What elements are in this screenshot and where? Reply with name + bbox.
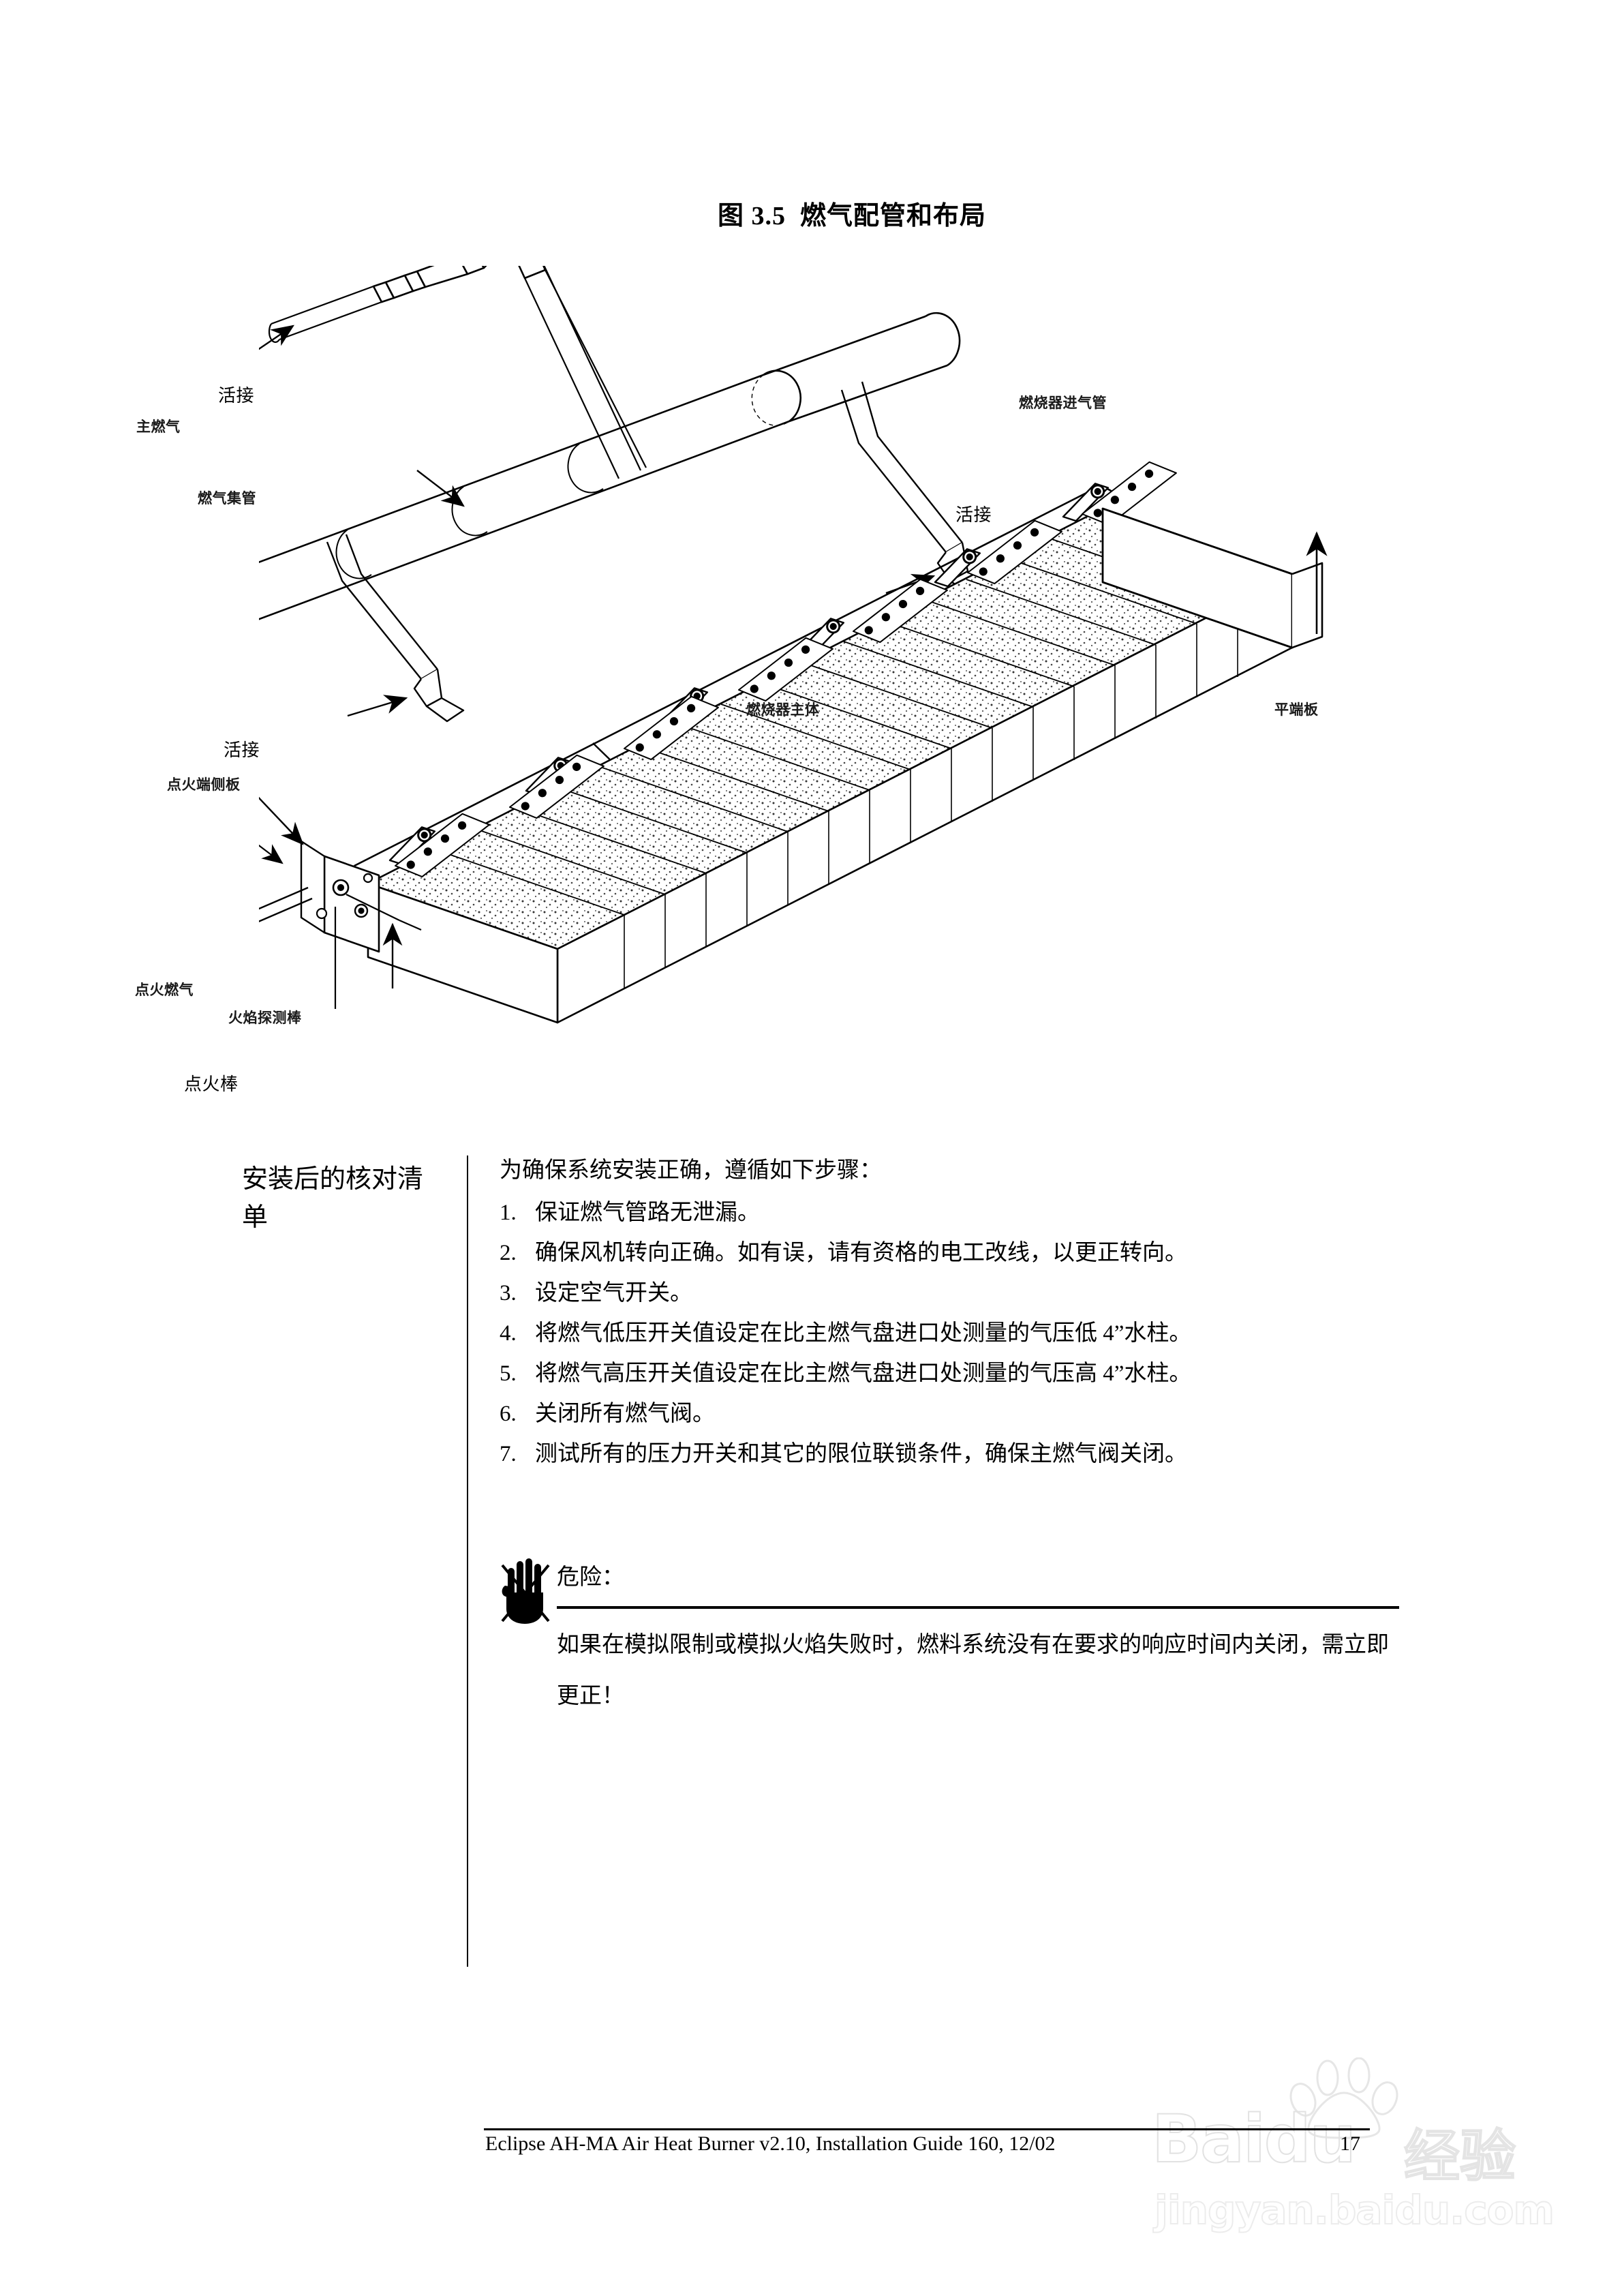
checklist-item-text: 关闭所有燃气阀。 (535, 1402, 715, 1426)
diagram-label-burner-body: 燃烧器主体 (746, 702, 820, 718)
footer-text: Eclipse AH-MA Air Heat Burner v2.10, Ins… (485, 2132, 1056, 2155)
diagram-label-burner-inlet-pipe: 燃烧器进气管 (1019, 395, 1107, 411)
page-number: 17 (1340, 2132, 1360, 2155)
diagram-label-ignition-rod: 点火棒 (184, 1074, 239, 1094)
diagram-label-pilot-gas: 点火燃气 (135, 982, 194, 998)
checklist-item-number: 4. (500, 1321, 517, 1346)
figure-title-number: 3.5 (751, 202, 786, 230)
diagram-label-flat-end-plate: 平端板 (1274, 702, 1319, 718)
section-divider (467, 1155, 468, 1967)
diagram-label-union-3: 活接 (224, 740, 260, 760)
diagram-label-union-2: 活接 (955, 505, 992, 525)
checklist-item-number: 7. (500, 1442, 517, 1466)
diagram-label-gas-manifold: 燃气集管 (198, 491, 256, 507)
checklist-body: 为确保系统安装正确，遵循如下步骤： 1. 保证燃气管路无泄漏。 2. 确保风机转… (500, 1152, 1413, 1475)
hand-stop-icon (501, 1558, 550, 1624)
baidu-jingyan-watermark: Baidu 经验 jingyan.baidu.com (1151, 2045, 1615, 2270)
diagram-label-ignition-end-side-plate: 点火端侧板 (167, 777, 241, 793)
watermark-url-text: jingyan.baidu.com (1154, 2186, 1555, 2234)
checklist-item-text: 测试所有的压力开关和其它的限位联锁条件，确保主燃气阀关闭。 (535, 1442, 1187, 1466)
checklist-item-number: 1. (500, 1200, 517, 1225)
checklist-item: 6. 关闭所有燃气阀。 (500, 1395, 1413, 1433)
checklist-item-text: 确保风机转向正确。如有误，请有资格的电工改线，以更正转向。 (535, 1241, 1187, 1265)
figure-gas-piping-and-layout: 主燃气 活接 燃气集管 燃烧器进气管 活接 燃烧器主体 活接 平端板 点火端侧板… (135, 266, 1404, 1094)
checklist-heading: 安装后的核对清单 (242, 1165, 424, 1232)
baidu-paw-icon (1289, 2057, 1398, 2139)
danger-label: 危险： (557, 1565, 624, 1590)
checklist-item-text: 设定空气开关。 (535, 1281, 692, 1305)
diagram-label-flame-rod: 火焰探测棒 (228, 1010, 302, 1026)
danger-rule (557, 1606, 1399, 1609)
checklist-item-number: 6. (500, 1402, 517, 1426)
checklist-item: 2. 确保风机转向正确。如有误，请有资格的电工改线，以更正转向。 (500, 1234, 1413, 1272)
watermark-cn-text: 经验 (1403, 2124, 1516, 2190)
diagram-label-main-gas: 主燃气 (136, 419, 181, 435)
checklist-item: 1. 保证燃气管路无泄漏。 (500, 1194, 1413, 1232)
figure-title: 图 3.5 燃气配管和布局 (0, 194, 1622, 232)
checklist-item: 5. 将燃气高压开关值设定在比主燃气盘进口处测量的气压高 4”水柱。 (500, 1355, 1413, 1393)
checklist-item-number: 2. (500, 1241, 517, 1265)
checklist-item-text: 保证燃气管路无泄漏。 (535, 1200, 760, 1225)
checklist-item: 3. 设定空气开关。 (500, 1274, 1413, 1312)
footer-rule (484, 2128, 1370, 2130)
danger-body-text: 如果在模拟限制或模拟火焰失败时，燃料系统没有在要求的响应时间内关闭，需立即更正！ (557, 1633, 1389, 1708)
checklist-item: 7. 测试所有的压力开关和其它的限位联锁条件，确保主燃气阀关闭。 (500, 1435, 1413, 1473)
checklist-item-number: 3. (500, 1281, 517, 1305)
watermark-logo-text: Baidu (1151, 2100, 1357, 2178)
checklist-item: 4. 将燃气低压开关值设定在比主燃气盘进口处测量的气压低 4”水柱。 (500, 1314, 1413, 1353)
figure-title-text: 燃气配管和布局 (800, 202, 987, 230)
checklist-intro: 为确保系统安装正确，遵循如下步骤： (500, 1158, 882, 1183)
figure-title-prefix: 图 (717, 202, 744, 230)
danger-notice: 危险： 如果在模拟限制或模拟火焰失败时，燃料系统没有在要求的响应时间内关闭，需立… (500, 1558, 1399, 1708)
checklist-item-text: 将燃气高压开关值设定在比主燃气盘进口处测量的气压高 4”水柱。 (535, 1361, 1192, 1386)
checklist-item-text: 将燃气低压开关值设定在比主燃气盘进口处测量的气压低 4”水柱。 (535, 1321, 1192, 1346)
danger-header: 危险： (500, 1558, 1399, 1624)
checklist-item-number: 5. (500, 1361, 517, 1386)
burner-isometric-drawing (259, 266, 1328, 1024)
diagram-label-union-1: 活接 (218, 386, 255, 406)
